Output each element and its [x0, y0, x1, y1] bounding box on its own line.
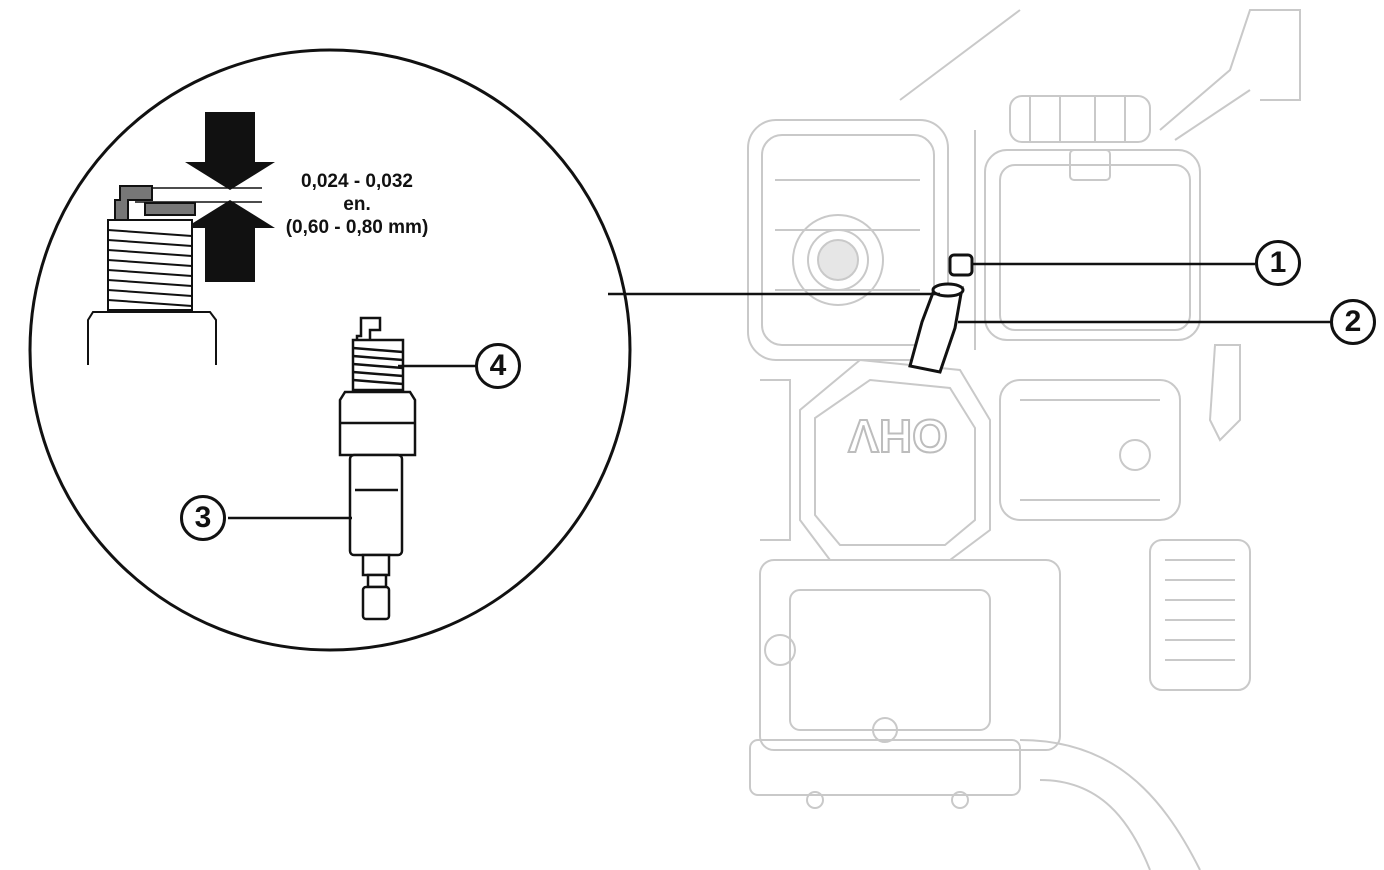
magnifier-circle	[28, 48, 632, 652]
callout-2: 2	[1330, 299, 1376, 345]
engine-ohv-label: OHV	[848, 410, 948, 462]
callout-3: 3	[180, 495, 226, 541]
installed-spark-plug	[908, 253, 974, 374]
gap-specification: 0,024 - 0,032 en. (0,60 - 0,80 mm)	[262, 170, 452, 239]
gap-millimeters: (0,60 - 0,80 mm)	[285, 217, 429, 238]
engine-illustration	[747, 9, 1301, 870]
callout-1: 1	[1255, 240, 1301, 286]
gap-inches: 0,024 - 0,032	[301, 171, 413, 192]
callout-4: 4	[475, 343, 521, 389]
spark-plug-detail	[338, 316, 417, 621]
electrode-gap-detail	[87, 112, 275, 365]
gap-unit-inches: en.	[343, 194, 371, 215]
